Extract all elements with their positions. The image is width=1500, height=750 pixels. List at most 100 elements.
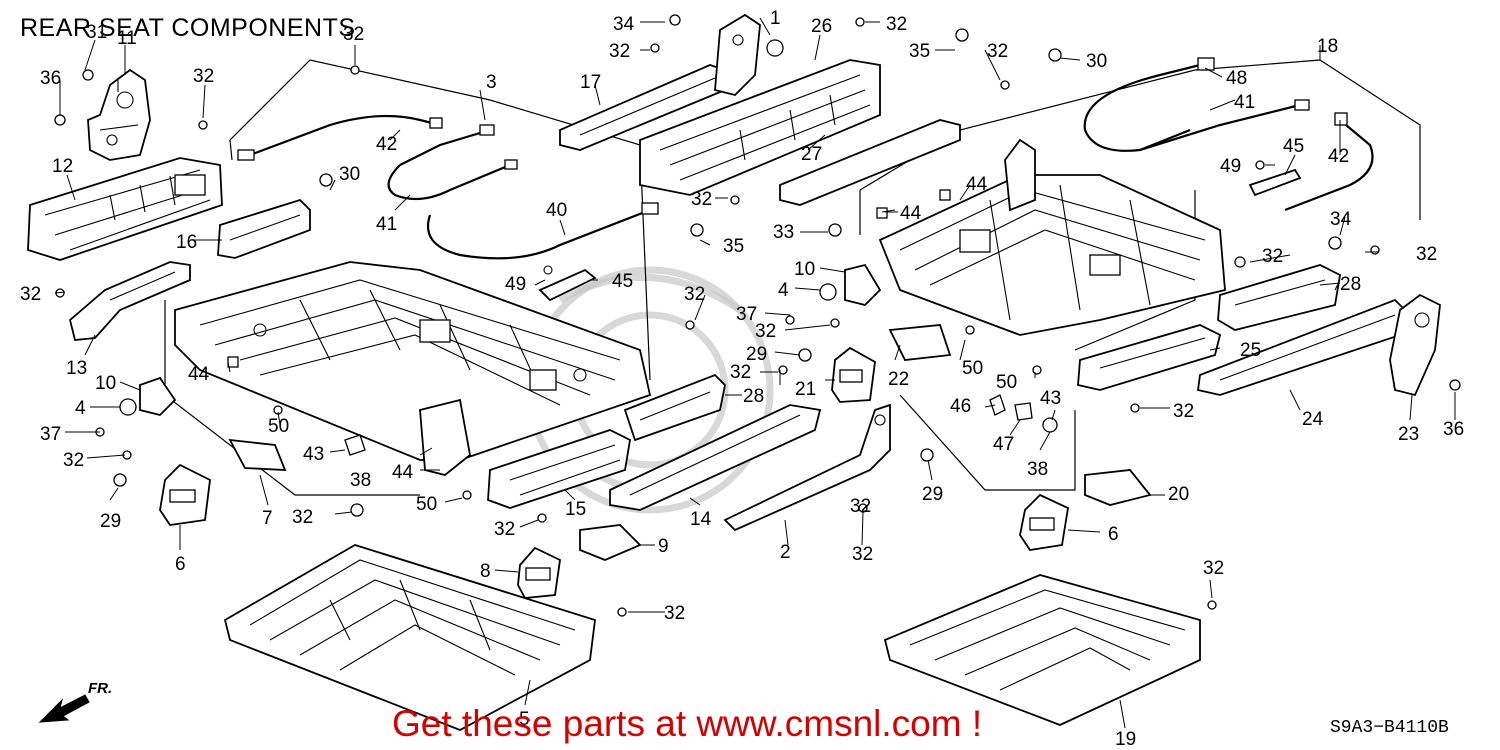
callout-12: 12 [52,156,73,177]
callout-33: 33 [773,222,794,243]
callout-43: 43 [1040,388,1061,409]
callout-1: 1 [770,8,781,29]
callout-4: 4 [778,280,789,301]
ad-banner-text[interactable]: Get these parts at www.cmsnl.com ! [392,703,983,744]
callout-36: 36 [40,68,61,89]
callout-34: 34 [613,14,635,35]
callout-44: 44 [900,203,922,224]
callout-20: 20 [1168,484,1189,505]
callout-50: 50 [962,358,983,379]
cover-21 [831,346,876,403]
bracket-23 [1389,293,1441,397]
front-arrow-icon [38,694,90,723]
callout-31: 31 [86,22,107,43]
rail-14 [609,404,822,511]
callout-32: 32 [343,24,364,45]
callout-42: 42 [1328,146,1349,167]
callout-32: 32 [63,450,84,471]
cover-7 [228,438,287,471]
callout-7: 7 [262,508,273,529]
callout-2: 2 [780,542,791,563]
rail-26 [639,59,881,196]
callout-32: 32 [987,41,1008,62]
callout-4: 4 [75,398,86,419]
callout-32: 32 [609,41,630,62]
callout-28: 28 [1340,274,1361,295]
callout-5: 5 [519,709,530,730]
callout-32: 32 [1262,246,1283,267]
callout-45: 45 [612,271,633,292]
callout-37: 37 [736,304,757,325]
callout-29: 29 [922,484,943,505]
cables-right [1083,57,1374,212]
clip-45-right [1248,168,1302,197]
cover-8 [517,546,561,599]
callout-30: 30 [1086,51,1107,72]
callout-10: 10 [794,259,815,280]
callout-32: 32 [664,603,685,624]
callout-44: 44 [392,462,414,483]
callout-29: 29 [100,511,121,532]
callout-47: 47 [993,434,1014,455]
callout-38: 38 [350,470,371,491]
callout-32: 32 [691,189,712,210]
bracket-13 [68,261,191,341]
callout-49: 49 [505,274,526,295]
callout-44: 44 [966,174,988,195]
callout-32: 32 [730,362,751,383]
lever-2 [723,403,891,532]
callout-35: 35 [909,41,930,62]
bracket-34-1 [714,13,784,96]
rail-28-right [1217,264,1341,331]
callout-32: 32 [755,321,776,342]
callout-32: 32 [20,284,41,305]
callout-13: 13 [66,358,87,379]
front-indicator-label: FR. [88,680,113,697]
rotary-10-left [119,376,177,416]
base-plate-5 [223,544,596,731]
callout-10: 10 [95,373,116,394]
callout-36: 36 [1443,419,1464,440]
callout-23: 23 [1398,424,1419,445]
cover-9 [579,524,642,561]
diagram-code: S9A3−B4110B [1330,718,1449,738]
callout-32: 32 [684,284,705,305]
callout-32: 32 [1173,401,1194,422]
callout-15: 15 [565,499,586,520]
callout-8: 8 [480,561,491,582]
callout-3: 3 [486,72,497,93]
clip-45-left [538,265,597,302]
cover-6-left [159,463,211,526]
callout-30: 30 [339,164,360,185]
callout-17: 17 [580,72,601,93]
callout-labels: 31 11 32 36 32 12 3 42 30 16 41 40 32 13… [20,8,1464,750]
page-title: REAR SEAT COMPONENTS [20,14,356,42]
callout-40: 40 [546,200,567,221]
callout-32: 32 [850,496,871,517]
rail-25 [1077,324,1222,391]
rail-28-center [623,373,726,442]
callout-16: 16 [176,232,197,253]
cover-27 [779,119,961,206]
callout-38: 38 [1027,459,1048,480]
callout-9: 9 [658,536,669,557]
callout-25: 25 [1240,340,1261,361]
callout-32: 32 [1416,244,1437,265]
callout-42: 42 [376,134,397,155]
rail-15 [487,429,631,509]
callout-29: 29 [746,344,767,365]
cover-20 [1084,469,1152,506]
callout-24: 24 [1302,409,1324,430]
callout-41: 41 [1234,92,1255,113]
leader-lines [54,17,1456,729]
callout-32: 32 [852,544,873,565]
cover-plate-16 [217,198,311,259]
callout-37: 37 [40,424,61,445]
callout-45: 45 [1283,136,1304,157]
hinge-bracket-11 [87,68,151,161]
callout-26: 26 [811,16,832,37]
callout-48: 48 [1226,68,1247,89]
base-plate-19 [883,574,1201,726]
callout-32: 32 [886,14,907,35]
